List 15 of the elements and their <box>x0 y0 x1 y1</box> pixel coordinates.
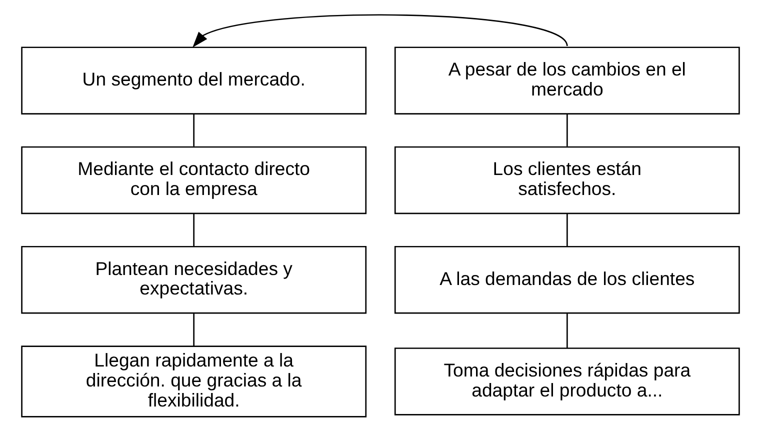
node-box: A las demandas de los clientes <box>394 245 740 314</box>
connector <box>192 213 194 246</box>
node-box: Los clientes están satisfechos. <box>394 146 740 214</box>
node-box: Un segmento del mercado. <box>20 46 366 114</box>
node-box: Llegan rapidamente a la dirección. que gracias a la flexibilidad. <box>20 345 366 417</box>
node-box: A pesar de los cambios en el mercado <box>394 46 740 114</box>
connector <box>192 313 194 346</box>
connector <box>566 213 568 246</box>
connector <box>192 114 194 146</box>
connector <box>566 313 568 348</box>
arrow <box>192 14 568 48</box>
node-box: Mediante el contacto directo con la empresa <box>20 146 366 214</box>
node-box: Toma decisiones rápidas para adaptar el producto a... <box>394 347 740 415</box>
node-box: Plantean necesidades y expectativas. <box>20 245 366 314</box>
connector <box>566 114 568 146</box>
